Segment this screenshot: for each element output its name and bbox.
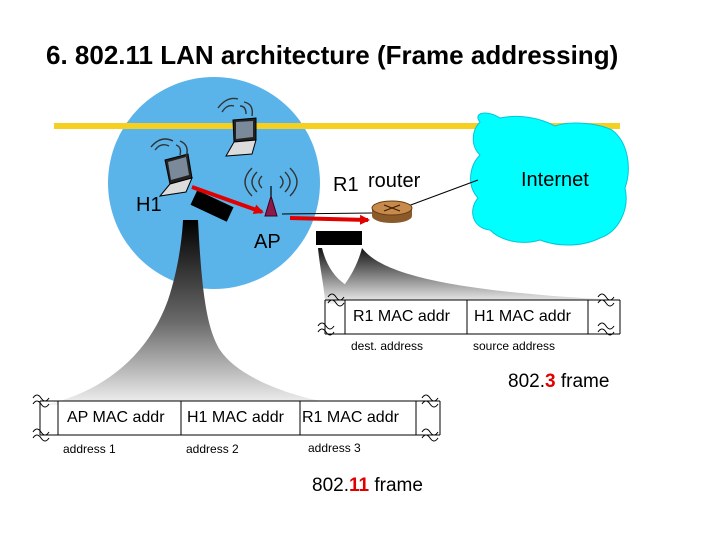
router-icon [371,200,413,223]
frame-80211-name: 802.11 frame [312,475,423,496]
frame-8023-name: 802.3 frame [508,371,610,392]
frame-8023-zoom-cone [318,248,600,304]
link-router-internet [407,179,479,207]
arrow-h1-to-ap [191,185,264,215]
frame-block-icon [316,231,362,245]
frame-8023-field-1: R1 MAC addr [353,308,450,325]
h1-label: H1 [136,194,162,216]
r1-label: R1 [333,174,359,196]
frame-80211-field-label-1: address 1 [63,442,116,456]
frame-8023-field-label-2: source address [473,339,556,353]
wireless-waves-icon [217,97,254,117]
bss-circle [108,77,320,289]
wireless-waves-icon [244,167,298,197]
frame-80211-field-3: R1 MAC addr [302,409,399,426]
page-title: 6. 802.11 LAN architecture (Frame addres… [46,40,619,70]
link-ap-router [281,212,373,215]
arrow-ap-to-router [289,214,370,225]
frame-80211-box [32,394,441,442]
frame-8023-field-2: H1 MAC addr [474,308,571,325]
frame-8023-field-label-1: dest. address [351,339,424,353]
wireless-waves-icon [150,138,188,158]
frame-block-icon [190,190,234,222]
frame-80211-name-highlight: 11 [348,475,370,496]
frame-80211-field-2: H1 MAC addr [187,409,284,426]
frame-8023-box [317,293,621,336]
frame-80211-field-1: AP MAC addr [67,409,165,426]
frame-80211-zoom-cone [45,220,345,405]
laptop-icon [158,153,193,197]
router-label: router [368,170,421,192]
frame-80211-field-label-3: address 3 [308,441,361,455]
frame-8023-name-highlight: 3 [544,371,556,392]
frame-80211-field-label-2: address 2 [186,442,239,456]
backbone-line [54,123,620,129]
antenna-icon [264,186,278,217]
laptop-icon [225,117,257,157]
cloud-icon [470,112,629,246]
internet-label: Internet [521,169,589,191]
ap-label: AP [254,231,281,253]
